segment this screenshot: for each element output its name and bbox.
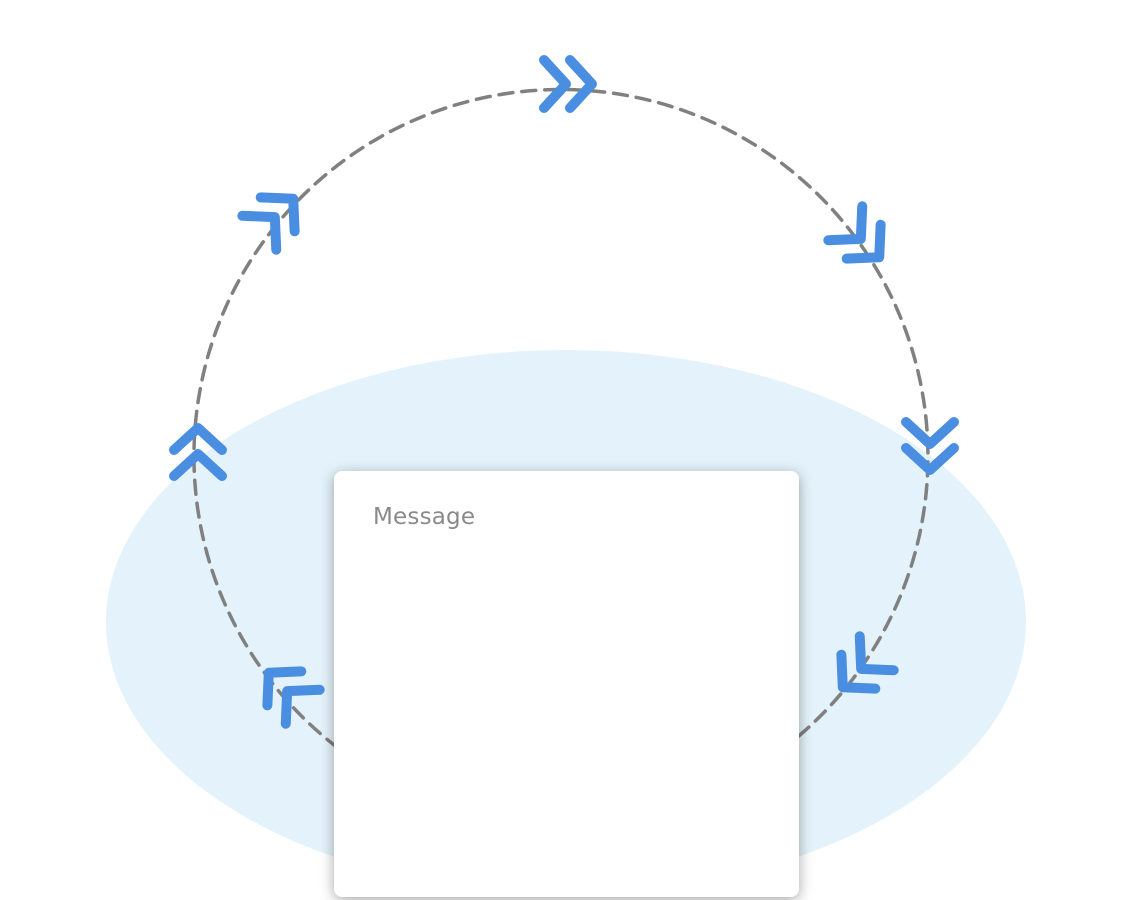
chevron-stroke: [836, 649, 881, 694]
arrow-top-icon: [539, 55, 597, 113]
chevron-stroke: [539, 55, 571, 113]
chevron-stroke: [901, 443, 959, 475]
chevron-stroke: [237, 210, 282, 255]
message-card: Message: [334, 471, 799, 897]
arrow-lower-right-icon: [836, 631, 899, 694]
arrow-upper-left-icon: [237, 192, 300, 255]
message-placeholder: Message: [373, 504, 476, 530]
arrow-upper-right-icon: [823, 201, 886, 264]
chevron-stroke: [169, 423, 227, 455]
orbit-arrows: [169, 55, 959, 729]
chevron-stroke: [823, 201, 868, 246]
chevron-stroke: [841, 219, 886, 264]
message-field[interactable]: Message: [334, 471, 799, 897]
chevron-stroke: [255, 192, 300, 237]
chevron-stroke: [280, 684, 325, 729]
chevron-stroke: [901, 417, 959, 449]
arrow-lower-left-icon: [262, 666, 325, 729]
chevron-stroke: [854, 631, 899, 676]
chevron-stroke: [169, 449, 227, 481]
chevron-stroke: [262, 666, 307, 711]
arrow-right-icon: [901, 417, 959, 475]
arrow-left-icon: [169, 423, 227, 481]
chevron-stroke: [565, 55, 597, 113]
